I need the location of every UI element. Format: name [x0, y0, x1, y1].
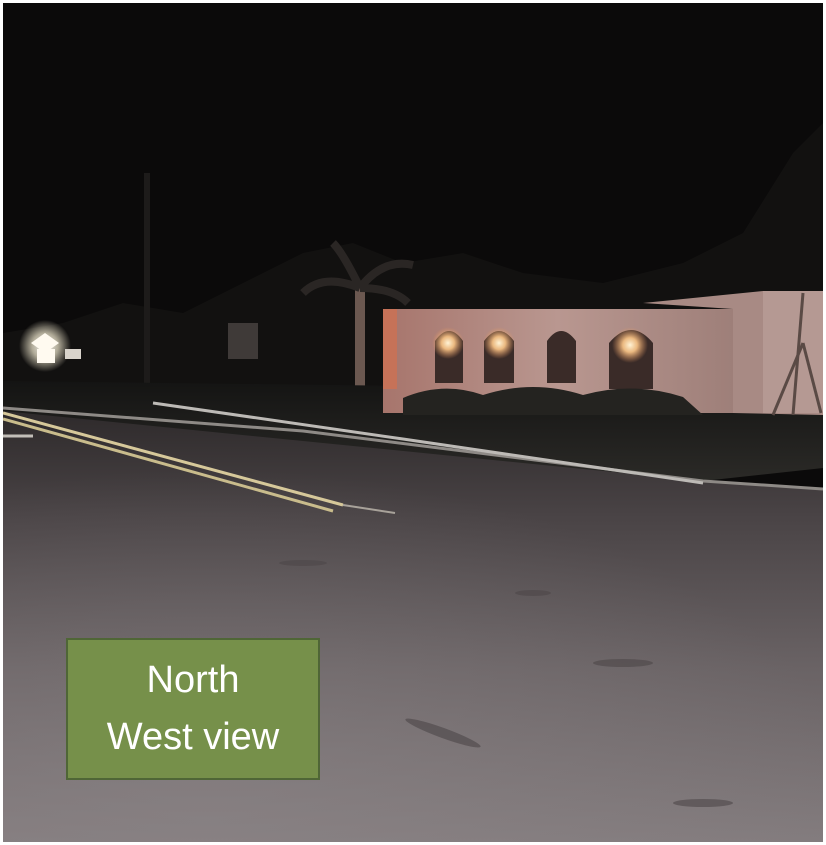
utility-pole [144, 173, 150, 393]
view-direction-caption: North West view [66, 638, 320, 780]
edge-line [152, 401, 704, 485]
asphalt-marks [279, 560, 733, 807]
distant-lit-sign [19, 320, 81, 372]
arched-wall [383, 291, 823, 415]
caption-line-1: North [146, 659, 240, 701]
center-lines [3, 411, 396, 514]
curb-line [3, 406, 823, 491]
distant-building [228, 323, 258, 359]
caption-line-2: West view [106, 716, 280, 758]
palm-tree [300, 240, 414, 391]
